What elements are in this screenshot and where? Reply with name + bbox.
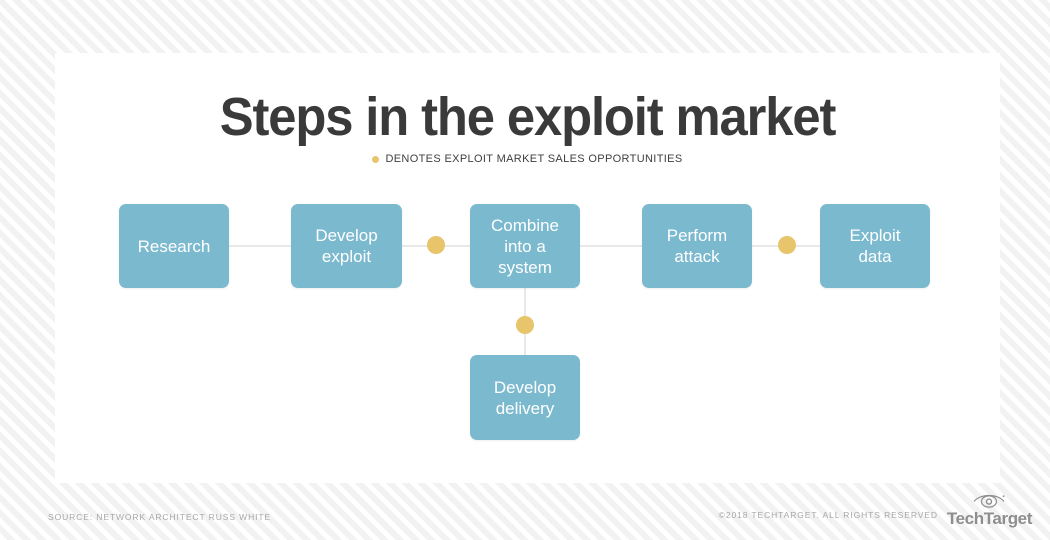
sale-opportunity-dot-icon-1: [427, 236, 445, 254]
legend: DENOTES EXPLOIT MARKET SALES OPPORTUNITI…: [55, 153, 1000, 165]
footer-right-group: ©2018 TECHTARGET. ALL RIGHTS RESERVED Te…: [719, 492, 1032, 528]
eye-icon: [972, 492, 1006, 509]
flow-node-research[interactable]: Research: [119, 204, 229, 288]
source-credit: SOURCE: NETWORK ARCHITECT RUSS WHITE: [48, 512, 272, 522]
flow-node-exploit-data[interactable]: Exploit data: [820, 204, 930, 288]
techtarget-logo: TechTarget: [947, 492, 1032, 528]
page-title: Steps in the exploit market: [219, 87, 837, 147]
flow-node-combine[interactable]: Combine into a system: [470, 204, 580, 288]
sale-opportunity-dot-icon-3: [516, 316, 534, 334]
flow-diagram: Research Develop exploit Combine into a …: [55, 53, 1000, 483]
content-card: Steps in the exploit market DENOTES EXPL…: [55, 53, 1000, 483]
copyright-notice: ©2018 TECHTARGET. ALL RIGHTS RESERVED: [718, 510, 938, 520]
connector-research-to-develop: [229, 245, 291, 247]
connector-combine-to-perform: [580, 245, 642, 247]
legend-dot-icon: [372, 155, 380, 163]
sale-opportunity-dot-icon-2: [778, 236, 796, 254]
flow-node-develop-delivery[interactable]: Develop delivery: [470, 355, 580, 440]
flow-node-develop-exploit[interactable]: Develop exploit: [291, 204, 402, 288]
flow-node-perform-attack[interactable]: Perform attack: [642, 204, 752, 288]
legend-label: DENOTES EXPLOIT MARKET SALES OPPORTUNITI…: [385, 153, 683, 165]
brand-wordmark: TechTarget: [946, 509, 1033, 528]
